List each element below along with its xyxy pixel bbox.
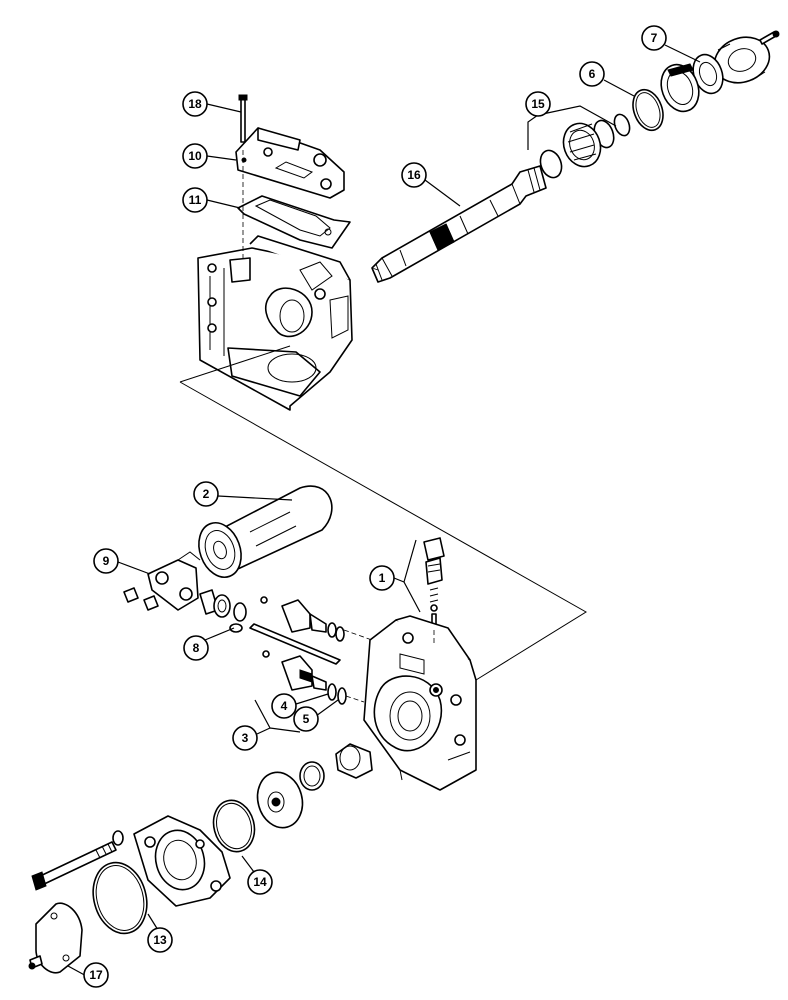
- leader-line-6: [603, 79, 635, 97]
- bolt-washer: [112, 830, 124, 846]
- callout-6-label: 6: [589, 67, 596, 81]
- callout-1: 1: [369, 565, 395, 591]
- valve-cartridge-upper: [260, 596, 345, 642]
- leader-line-15: [527, 105, 617, 150]
- callout-9: 9: [93, 548, 119, 574]
- cover-screw: [759, 30, 780, 45]
- cover-bolt: [238, 94, 248, 143]
- assembly-guide-line: [343, 629, 373, 641]
- o-ring-end-cover: [92, 861, 148, 935]
- callout-18-label: 18: [188, 97, 202, 111]
- adapter-fitting: [199, 589, 247, 633]
- snap-ring: [613, 113, 631, 137]
- drive-shaft: [371, 165, 547, 283]
- shaft-seal: [692, 53, 724, 95]
- callout-7: 7: [641, 25, 667, 51]
- callout-14-label: 14: [253, 875, 267, 889]
- callout-14: 14: [247, 869, 273, 895]
- leader-line-13: [147, 913, 159, 931]
- callout-3: 3: [232, 725, 258, 751]
- filter-head-bolts: [123, 587, 159, 611]
- coupling-sleeve: [299, 743, 373, 791]
- leader-line-3: [254, 699, 301, 735]
- wear-plate: [256, 771, 304, 829]
- callout-1-label: 1: [379, 571, 386, 585]
- leader-line-10: [206, 155, 237, 161]
- valve-stem-rod: [249, 623, 341, 665]
- callout-11: 11: [182, 187, 208, 213]
- pump-housing: [197, 235, 353, 411]
- callout-5-label: 5: [303, 712, 310, 726]
- callout-10: 10: [182, 143, 208, 169]
- callout-17-label: 17: [89, 968, 103, 982]
- callout-16: 16: [401, 162, 427, 188]
- assembly-guide-line: [371, 267, 379, 271]
- assembly-link-line: [179, 381, 587, 681]
- rear-cover-plate: [713, 36, 771, 84]
- callout-7-label: 7: [651, 31, 658, 45]
- leader-line-1: [393, 539, 421, 613]
- callout-16-label: 16: [407, 168, 421, 182]
- leader-line-14: [241, 855, 255, 873]
- assembly-link-line: [179, 345, 291, 383]
- callout-18: 18: [182, 91, 208, 117]
- callout-2-label: 2: [203, 487, 210, 501]
- callout-10-label: 10: [188, 149, 202, 163]
- callout-15-label: 15: [531, 97, 545, 111]
- callout-13: 13: [147, 927, 173, 953]
- callout-6: 6: [579, 61, 605, 87]
- callout-9-label: 9: [103, 554, 110, 568]
- control-cover: [235, 127, 345, 199]
- callout-13-label: 13: [153, 933, 167, 947]
- o-ring-medium: [212, 799, 256, 853]
- callout-4: 4: [271, 693, 297, 719]
- leader-line-11: [206, 199, 241, 209]
- callout-2: 2: [193, 481, 219, 507]
- callout-17: 17: [83, 962, 109, 988]
- valve-cartridge-lower: [262, 650, 347, 705]
- leader-line-5: [315, 699, 339, 717]
- callout-5: 5: [293, 706, 319, 732]
- callout-4-label: 4: [281, 699, 288, 713]
- relief-valve-kit: [423, 537, 445, 631]
- bearing-housing-ring: [660, 63, 700, 113]
- blanking-plate: [35, 902, 83, 974]
- callout-8-label: 8: [193, 641, 200, 655]
- filter-head: [147, 551, 201, 611]
- callout-11-label: 11: [189, 193, 202, 207]
- charge-pump-housing: [363, 615, 477, 791]
- leader-line-9: [117, 561, 151, 575]
- leader-line-2: [217, 495, 293, 501]
- leader-line-7: [664, 44, 701, 63]
- leader-line-18: [206, 103, 242, 113]
- callout-3-label: 3: [242, 731, 249, 745]
- cover-gasket: [237, 195, 351, 249]
- leader-line-4: [295, 693, 329, 705]
- end-cover: [133, 815, 231, 907]
- leader-line-8: [204, 627, 235, 641]
- assembly-guide-line: [345, 695, 365, 703]
- roller-bearing: [539, 119, 615, 179]
- filter-cartridge: [198, 485, 333, 578]
- long-bolt: [31, 841, 117, 891]
- o-ring-large: [632, 88, 664, 132]
- plate-screw: [28, 955, 43, 970]
- callout-15: 15: [525, 91, 551, 117]
- leader-line-16: [424, 179, 461, 207]
- callout-8: 8: [183, 635, 209, 661]
